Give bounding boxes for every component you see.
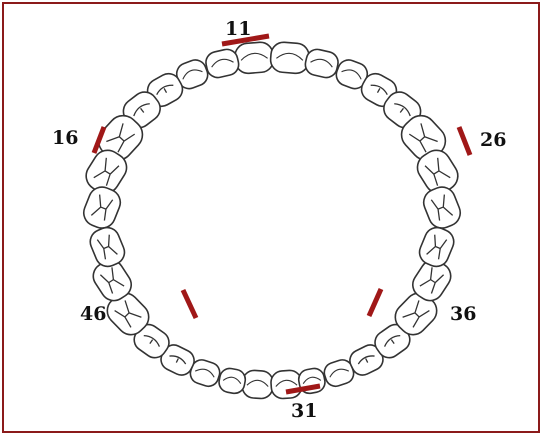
label-31: 31: [291, 400, 317, 422]
label-26: 26: [480, 129, 506, 151]
marker-36: [369, 289, 381, 316]
lower-tooth-left-1: [270, 370, 302, 400]
upper-tooth-left-8: [420, 183, 465, 232]
label-11: 11: [225, 18, 251, 40]
lower-tooth-left-8: [416, 224, 458, 270]
lower-tooth-right-1: [242, 370, 274, 400]
upper-tooth-right-1: [234, 41, 274, 74]
label-36: 36: [450, 303, 476, 325]
label-16: 16: [52, 127, 78, 149]
label-46: 46: [80, 303, 106, 325]
lower-tooth-right-8: [86, 224, 128, 270]
upper-tooth-right-8: [80, 183, 125, 232]
marker-26: [459, 127, 470, 155]
upper-tooth-left-1: [270, 41, 310, 74]
marker-46: [183, 290, 196, 318]
